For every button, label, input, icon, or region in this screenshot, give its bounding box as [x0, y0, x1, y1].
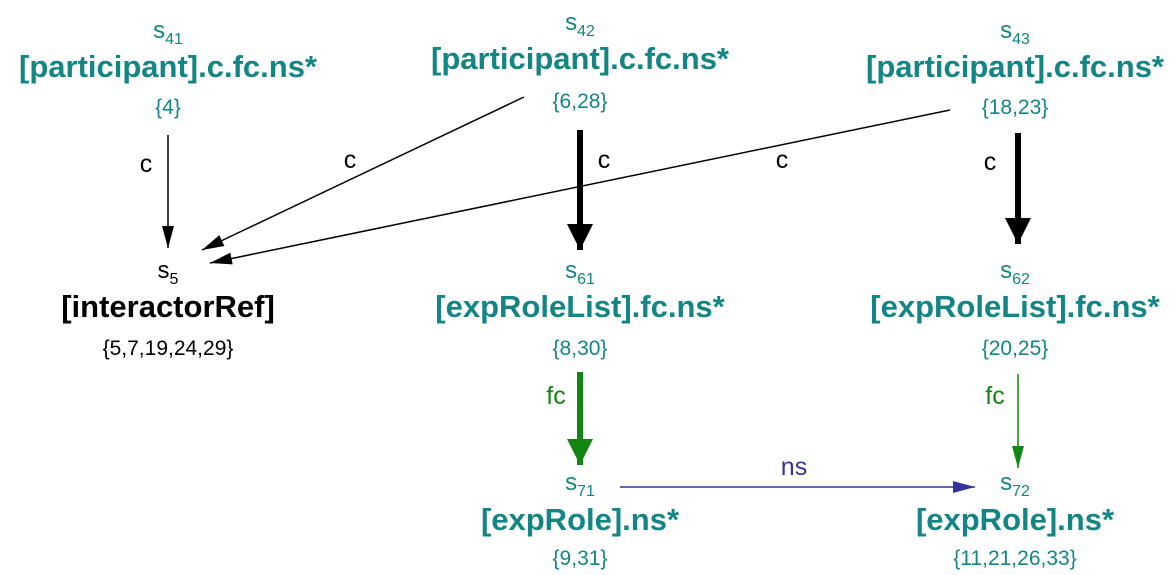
state-id-subscript: 41: [165, 31, 183, 48]
state-node-s61: s61[expRoleList].fc.ns* {8,30}: [435, 257, 725, 360]
state-label: [participant].c.fc.ns*: [431, 41, 730, 76]
state-position-set: {11,21,26,33}: [953, 547, 1076, 570]
state-position-set: {5,7,19,24,29}: [103, 337, 234, 360]
edge-s41-s5: c: [140, 135, 174, 248]
state-id: s71: [565, 469, 595, 500]
state-id-prefix: s: [1000, 17, 1012, 44]
edge-s43-s62: c: [984, 133, 1031, 244]
state-id-subscript: 72: [1012, 483, 1030, 500]
state-label: [expRole].ns*: [916, 502, 1115, 537]
state-node-s5: s5[interactorRef] {5,7,19,24,29}: [61, 257, 275, 360]
state-node-s71: s71[expRole].ns*{9,31}: [481, 469, 680, 570]
edge-s61-s71: fc: [546, 372, 593, 465]
state-id-prefix: s: [158, 257, 170, 284]
edge-label: c: [776, 146, 789, 174]
state-id-subscript: 71: [577, 483, 595, 500]
state-id-prefix: s: [1000, 469, 1012, 496]
state-node-s72: s72[expRole].ns*{11,21,26,33}: [916, 469, 1115, 570]
edge-label: fc: [985, 382, 1004, 410]
state-id: s62: [1000, 257, 1030, 288]
state-position-set: {9,31}: [553, 547, 608, 570]
state-label: [expRoleList].fc.ns*: [435, 289, 725, 324]
state-label: [expRoleList].fc.ns*: [870, 289, 1160, 324]
edge-label: c: [598, 146, 611, 174]
state-id-subscript: 43: [1012, 31, 1030, 48]
state-id-prefix: s: [1000, 257, 1012, 284]
state-node-s43: s43[participant].c.fc.ns* {18,23}: [866, 17, 1165, 119]
state-position-set: {20,25}: [982, 337, 1049, 360]
state-id-subscript: 61: [577, 271, 595, 288]
state-id-subscript: 62: [1012, 271, 1030, 288]
edge-label: c: [140, 150, 153, 178]
state-id: s61: [565, 257, 595, 288]
state-id-prefix: s: [565, 469, 577, 496]
state-id: s5: [158, 257, 179, 288]
state-node-s42: s42[participant].c.fc.ns* {6,28}: [431, 9, 730, 113]
state-id: s42: [565, 9, 595, 40]
edge-s42-s61: c: [567, 130, 611, 250]
state-id-subscript: 42: [577, 23, 595, 40]
edge-label: ns: [781, 453, 807, 481]
state-id: s41: [153, 17, 183, 48]
state-node-s41: s41[participant].c.fc.ns* {4}: [19, 17, 318, 119]
edge-s62-s72: fc: [985, 374, 1024, 468]
state-id-prefix: s: [565, 257, 577, 284]
edge-label: fc: [546, 382, 565, 410]
state-position-set: {6,28}: [553, 90, 608, 113]
state-label: [expRole].ns*: [481, 502, 680, 537]
state-id-prefix: s: [153, 17, 165, 44]
edge-s71-s72: ns: [620, 453, 975, 493]
state-position-set: {4}: [155, 96, 181, 119]
state-id: s72: [1000, 469, 1030, 500]
state-label: [participant].c.fc.ns*: [19, 49, 318, 84]
state-id: s43: [1000, 17, 1030, 48]
state-position-set: {18,23}: [982, 96, 1049, 119]
edge-label: c: [344, 146, 357, 174]
state-label: [interactorRef]: [61, 289, 275, 324]
edge-label: c: [984, 148, 997, 176]
state-node-s62: s62[expRoleList].fc.ns* {20,25}: [870, 257, 1160, 360]
state-id-subscript: 5: [170, 271, 179, 288]
edge-s42-s5: c: [201, 96, 525, 251]
state-id-prefix: s: [565, 9, 577, 36]
state-position-set: {8,30}: [553, 337, 608, 360]
edge-arrow: [201, 96, 525, 251]
state-label: [participant].c.fc.ns*: [866, 49, 1165, 84]
